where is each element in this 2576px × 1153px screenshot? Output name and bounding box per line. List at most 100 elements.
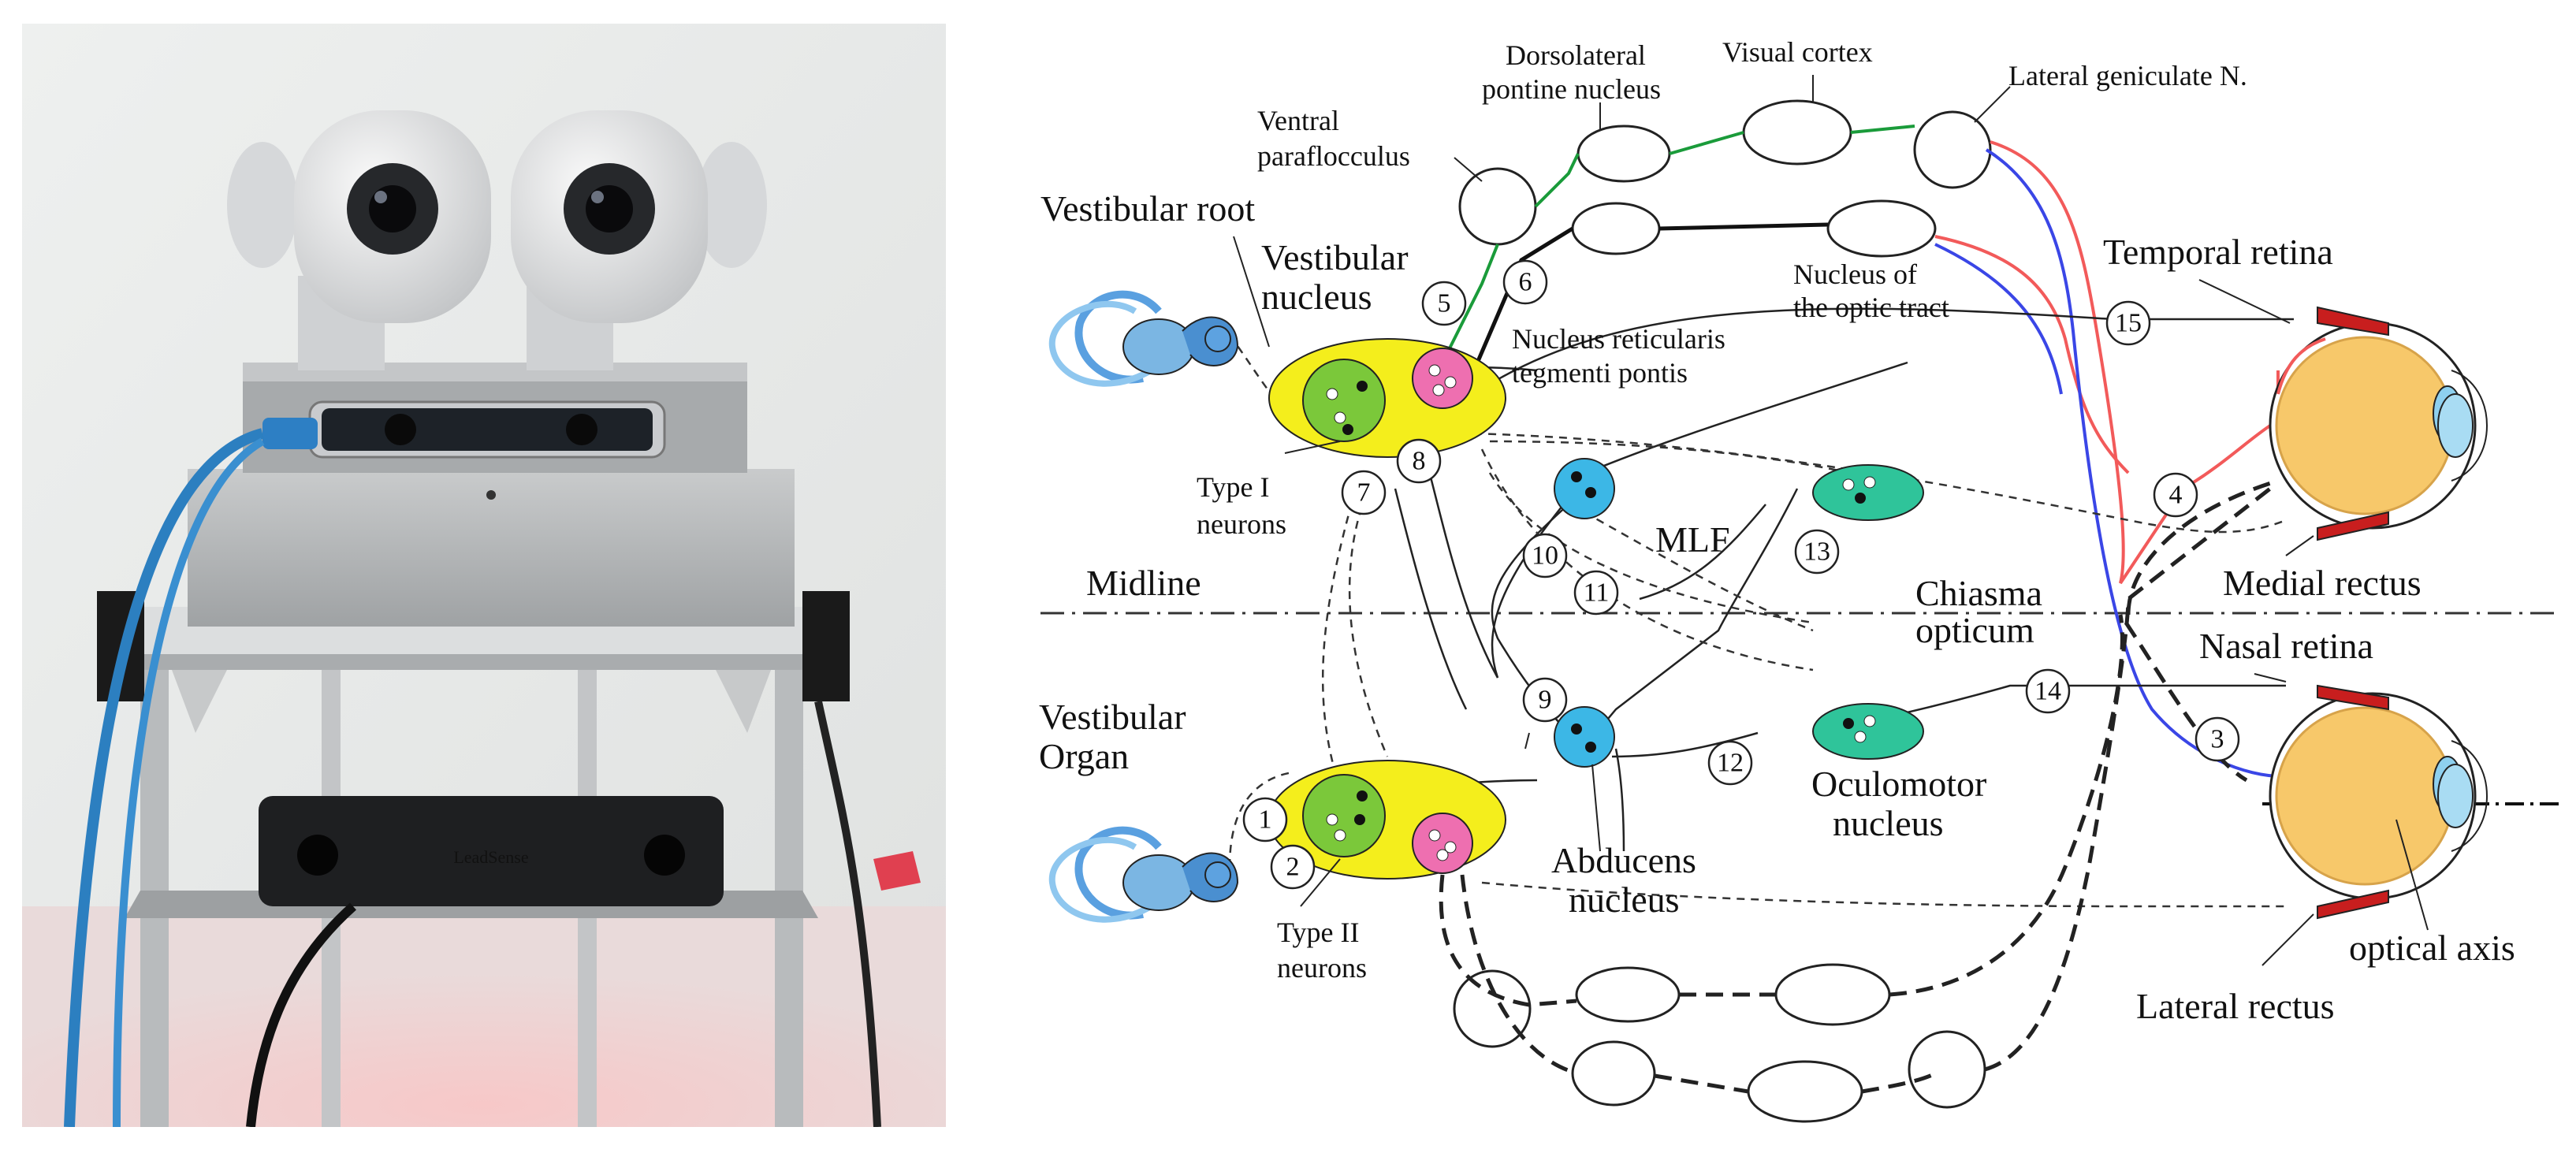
marker-10 <box>1522 533 1568 578</box>
label-optical-axis: optical axis <box>2349 928 2515 968</box>
label-vestibular-organ-2: Organ <box>1039 736 1129 776</box>
label-not-1: Nucleus of <box>1793 258 1917 290</box>
label-abducens-2: nucleus <box>1569 880 1680 920</box>
marker-8 <box>1396 438 1442 484</box>
vestibulo-ocular-pathway-diagram: 5 6 7 8 9 10 11 12 13 14 15 4 3 1 2 Dors… <box>1039 36 2562 1123</box>
vestibular-organ-ear <box>1048 826 1239 923</box>
marker-6-text: 6 <box>1519 268 1532 297</box>
ventral-paraflocculus-node <box>1458 167 1537 246</box>
label-nrtp-2: tegmenti pontis <box>1512 357 1688 389</box>
lgn-node <box>1913 110 1992 189</box>
lower-eye <box>2269 684 2488 920</box>
marker-9-text: 9 <box>1539 686 1552 715</box>
marker-2 <box>1270 844 1316 890</box>
type-ii-neuron <box>1302 774 1386 857</box>
marker-5 <box>1421 281 1467 326</box>
red-optic-path <box>1990 140 2280 585</box>
label-ventral-2: paraflocculus <box>1257 140 1410 172</box>
lower-relay-nuclei <box>1453 963 1986 1123</box>
camera-brand-text: LeadSense <box>453 847 528 867</box>
label-lgn: Lateral geniculate N. <box>2008 60 2247 91</box>
lower-stereo-camera: LeadSense <box>259 796 724 906</box>
marker-4 <box>2153 472 2198 518</box>
label-vestibular-root: Vestibular root <box>1040 188 1255 229</box>
marker-1 <box>1242 797 1288 842</box>
black-path <box>1658 222 1829 231</box>
nasal-muscle <box>2317 684 2389 711</box>
label-vestibular-organ-1: Vestibular <box>1039 697 1186 737</box>
marker-11-text: 11 <box>1584 578 1610 608</box>
vestibular-root-ear <box>1048 290 1239 387</box>
thick-dashed-pathway <box>1439 478 2279 1094</box>
marker-15 <box>2105 300 2151 346</box>
marker-5-text: 5 <box>1438 289 1451 318</box>
marker-1-text: 1 <box>1259 805 1272 835</box>
right-camera-head <box>511 110 767 370</box>
label-mlf: MLF <box>1655 519 1730 560</box>
pink-neuron <box>1412 348 1473 409</box>
dorsolateral-pontine-node <box>1576 125 1671 183</box>
temporal-muscle <box>2317 306 2389 337</box>
label-nrtp-1: Nucleus reticularis <box>1512 323 1725 355</box>
oculomotor-nucleus-lower <box>1812 703 1924 760</box>
abducens-nucleus-lower <box>1554 706 1615 768</box>
marker-3 <box>2194 716 2240 762</box>
label-visual-cortex: Visual cortex <box>1722 36 1873 68</box>
marker-12 <box>1707 740 1753 786</box>
upper-relay-nuclei <box>1458 99 1992 258</box>
label-abducens-1: Abducens <box>1551 840 1696 880</box>
label-oculomotor-1: Oculomotor <box>1811 764 1986 804</box>
usb-cable <box>64 428 264 1127</box>
visual-cortex-node <box>1742 99 1852 166</box>
label-not-2: the optic tract <box>1793 292 1949 323</box>
nrtp-node <box>1571 202 1661 255</box>
label-nasal-retina: Nasal retina <box>2199 626 2373 666</box>
label-medial-rectus: Medial rectus <box>2223 563 2422 603</box>
label-vestibular-nucleus-1: Vestibular <box>1261 237 1409 277</box>
label-chiasma-2: opticum <box>1915 610 2034 650</box>
not-node <box>1826 199 1937 258</box>
left-camera-head <box>227 110 491 370</box>
depth-camera <box>262 400 666 459</box>
pink-neuron <box>1412 813 1473 874</box>
marker-10-text: 10 <box>1532 541 1558 571</box>
vestibular-nucleus-lower <box>1268 760 1506 880</box>
marker-7 <box>1341 470 1387 515</box>
type-i-neuron <box>1302 359 1386 442</box>
label-ventral-1: Ventral <box>1257 105 1339 136</box>
marker-14 <box>2025 668 2071 714</box>
label-chiasma-1: Chiasma <box>1915 573 2042 613</box>
marker-4-text: 4 <box>2169 481 2183 510</box>
oculomotor-nucleus-upper <box>1812 464 1924 521</box>
marker-2-text: 2 <box>1286 853 1300 882</box>
marker-15-text: 15 <box>2115 309 2142 338</box>
marker-13 <box>1794 529 1840 575</box>
label-temporal-retina: Temporal retina <box>2103 232 2333 272</box>
marker-12-text: 12 <box>1717 749 1744 778</box>
marker-9 <box>1522 677 1568 723</box>
medial-rectus-muscle <box>2317 511 2389 541</box>
robot-eye-photo: LeadSense <box>22 24 946 1127</box>
label-type1-2: neurons <box>1197 508 1286 540</box>
label-dorsolateral-2: pontine nucleus <box>1482 73 1661 105</box>
upper-eye <box>2269 306 2488 541</box>
number-markers <box>1242 259 2240 890</box>
label-oculomotor-2: nucleus <box>1833 803 1944 843</box>
lateral-rectus-muscle <box>2317 889 2389 920</box>
label-type1-1: Type I <box>1197 471 1269 503</box>
label-lateral-rectus: Lateral rectus <box>2136 986 2335 1026</box>
marker-14-text: 14 <box>2034 677 2061 706</box>
marker-8-text: 8 <box>1413 447 1426 476</box>
label-type2-1: Type II <box>1277 917 1359 948</box>
abducens-nucleus-upper <box>1554 458 1615 519</box>
label-type2-2: neurons <box>1277 952 1367 984</box>
label-vestibular-nucleus-2: nucleus <box>1261 277 1372 317</box>
vestibular-nucleus-upper <box>1268 338 1506 458</box>
label-dorsolateral-1: Dorsolateral <box>1506 39 1646 71</box>
marker-11 <box>1573 570 1619 616</box>
marker-3-text: 3 <box>2211 725 2224 754</box>
label-midline: Midline <box>1086 563 1201 603</box>
marker-6 <box>1502 259 1548 305</box>
marker-7-text: 7 <box>1357 478 1371 508</box>
green-path <box>1534 153 1580 208</box>
